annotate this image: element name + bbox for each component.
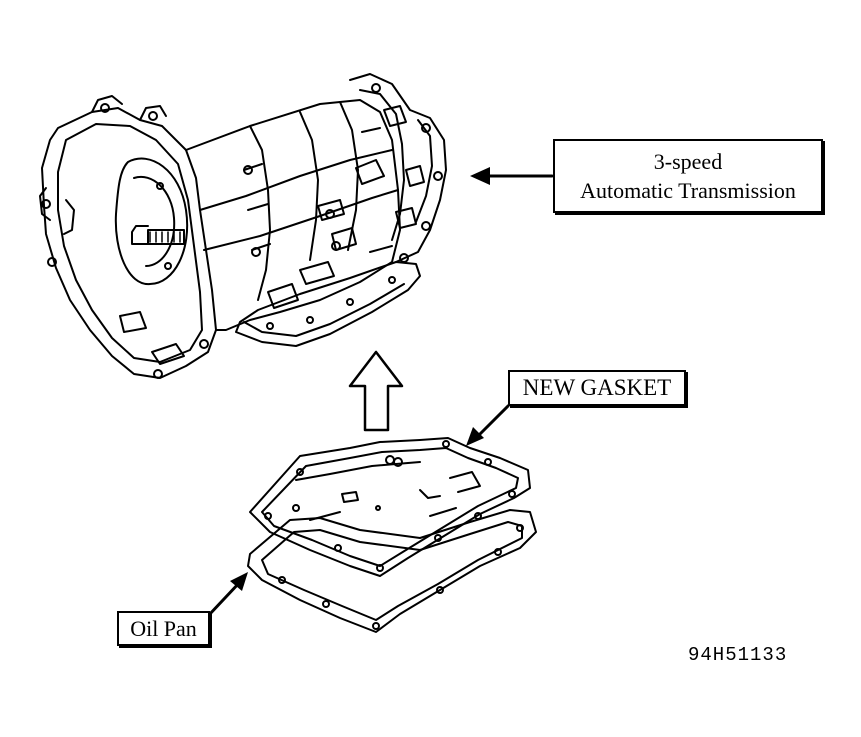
transmission-label-box: 3-speed Automatic Transmission bbox=[553, 139, 823, 213]
arrow-head-gasket bbox=[466, 427, 484, 446]
new-gasket-drawing bbox=[249, 437, 531, 577]
leader-arrows bbox=[206, 174, 554, 618]
transmission-label-line1: 3-speed bbox=[653, 149, 723, 174]
arrow-head-oil-pan bbox=[230, 572, 248, 591]
install-up-arrow bbox=[348, 350, 404, 432]
oil-pan-drawing bbox=[247, 509, 537, 633]
extension-housing bbox=[349, 73, 447, 263]
transmission-drawing bbox=[39, 73, 447, 379]
new-gasket-label: NEW GASKET bbox=[508, 370, 686, 406]
torque-converter bbox=[114, 157, 189, 286]
figure-code: 94H51133 bbox=[688, 644, 788, 666]
transmission-case bbox=[185, 99, 401, 331]
bell-housing bbox=[41, 107, 217, 379]
oil-pan-label: Oil Pan bbox=[117, 611, 210, 646]
transmission-label-line2: Automatic Transmission bbox=[580, 178, 796, 203]
arrow-head-transmission bbox=[470, 167, 490, 185]
installed-oil-pan bbox=[235, 261, 421, 347]
